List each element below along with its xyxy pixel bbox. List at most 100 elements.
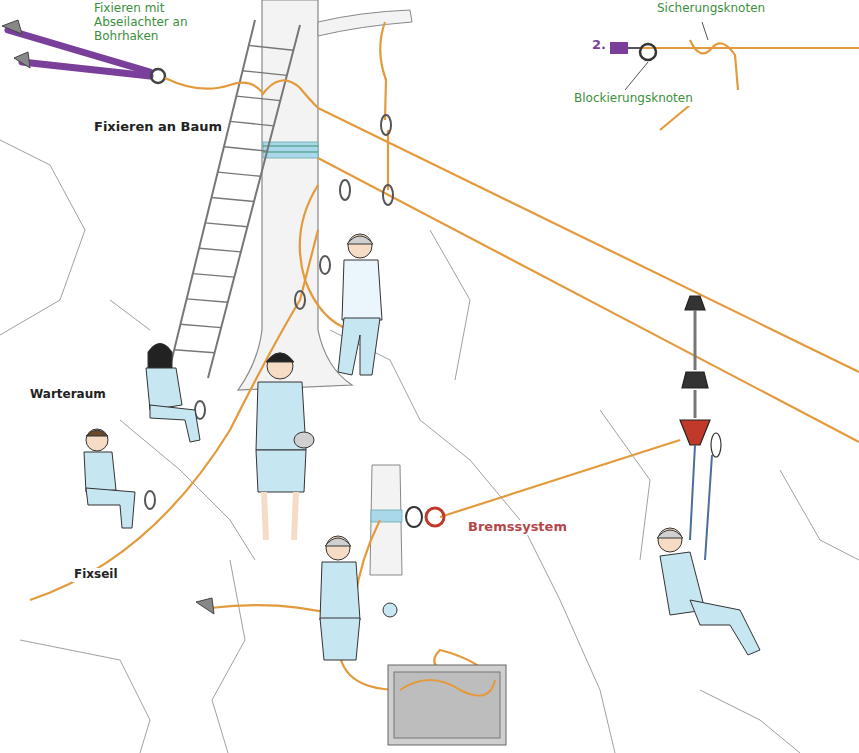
carabiner (145, 491, 155, 509)
tree (238, 0, 412, 390)
rope (318, 158, 859, 442)
rope (165, 78, 262, 92)
annotation-label: Blockierungsknoten (572, 92, 695, 106)
person-standing (266, 353, 294, 362)
step-number: 2. (590, 38, 608, 53)
anchor-sling (151, 69, 165, 83)
rock-outline (780, 470, 859, 560)
system-label: Bremssystem (466, 520, 569, 535)
carabiner (640, 44, 656, 60)
person-belaying (383, 603, 397, 617)
tree (263, 142, 318, 158)
carabiner (340, 180, 350, 200)
pulley (694, 310, 697, 370)
person-belaying (320, 536, 397, 660)
rope (380, 22, 386, 120)
annotation-label: Sicherungsknoten (655, 2, 767, 16)
rope (355, 520, 380, 600)
second-tree (371, 510, 402, 522)
annotation-label: Fixieren an Baum (92, 120, 224, 135)
person-on-tree (342, 260, 382, 320)
person-sitting (150, 405, 200, 442)
pulley (694, 390, 697, 418)
rope-box (388, 665, 506, 745)
leader-line (625, 62, 648, 90)
person-belaying (325, 538, 351, 546)
person-sitting (84, 344, 200, 529)
carabiner (426, 508, 444, 526)
person-on-tree (338, 234, 382, 375)
bottom-anchor (196, 598, 214, 614)
carabiner (381, 115, 391, 135)
rock-outline (600, 410, 650, 560)
second-tree (370, 465, 402, 575)
person-standing (256, 353, 314, 540)
person-on-tree (338, 318, 380, 375)
anchor-sling (22, 62, 150, 76)
rope (262, 80, 318, 108)
person-sitting (84, 452, 116, 492)
person-riding (657, 445, 760, 655)
area-label: Warteraum (28, 388, 108, 402)
ladder (168, 20, 300, 378)
anchor-sling (2, 20, 30, 68)
person-sitting (86, 430, 108, 436)
inset-sling (628, 47, 640, 49)
person-standing (267, 353, 293, 379)
person-belaying (320, 562, 360, 620)
annotation-label: Fixieren mit Abseilachter an Bohrhaken (92, 2, 208, 43)
carabiner (145, 44, 656, 527)
rope (440, 440, 680, 517)
carabiner (295, 291, 305, 309)
rock-outline (330, 330, 615, 753)
person-belaying (326, 536, 350, 560)
pulley (685, 296, 705, 310)
bottom-anchor (196, 598, 214, 614)
rope (625, 47, 859, 49)
rope-box (394, 672, 500, 738)
pulley (682, 372, 708, 388)
person-sitting (146, 368, 182, 410)
rock-outline (20, 640, 150, 753)
ladder (174, 45, 293, 352)
person-sitting (86, 429, 108, 451)
person-riding (690, 600, 760, 655)
person-on-tree (347, 236, 373, 244)
person-riding (690, 445, 712, 560)
person-standing (264, 492, 296, 540)
rope (30, 230, 318, 600)
rock-outline (110, 300, 150, 330)
ladder (168, 20, 300, 378)
person-sitting (148, 344, 172, 371)
rock-outline (700, 690, 800, 753)
rope (660, 105, 690, 130)
rope (690, 40, 738, 90)
rope-box (388, 665, 506, 745)
rope (387, 130, 389, 190)
carabiner (320, 256, 330, 274)
rope (318, 108, 859, 372)
tree (318, 10, 412, 36)
leader-line (702, 22, 708, 40)
second-tree (370, 465, 402, 575)
inset-sling (610, 42, 640, 54)
person-on-tree (348, 234, 372, 258)
person-riding (658, 528, 682, 552)
person-standing (294, 432, 314, 448)
tree (263, 146, 318, 152)
pulley (680, 296, 721, 457)
inset-sling (610, 42, 628, 54)
person-standing (256, 450, 306, 492)
rock-outline (0, 140, 85, 335)
rope (210, 605, 335, 615)
rope (30, 22, 859, 693)
rope-label: Fixseil (72, 568, 120, 582)
rock-outline (430, 230, 470, 380)
person-riding (657, 530, 683, 538)
pulley (680, 420, 710, 445)
rope-box (400, 680, 495, 696)
rock-outline (0, 140, 859, 753)
person-belaying (320, 618, 360, 660)
carabiner (383, 185, 393, 205)
